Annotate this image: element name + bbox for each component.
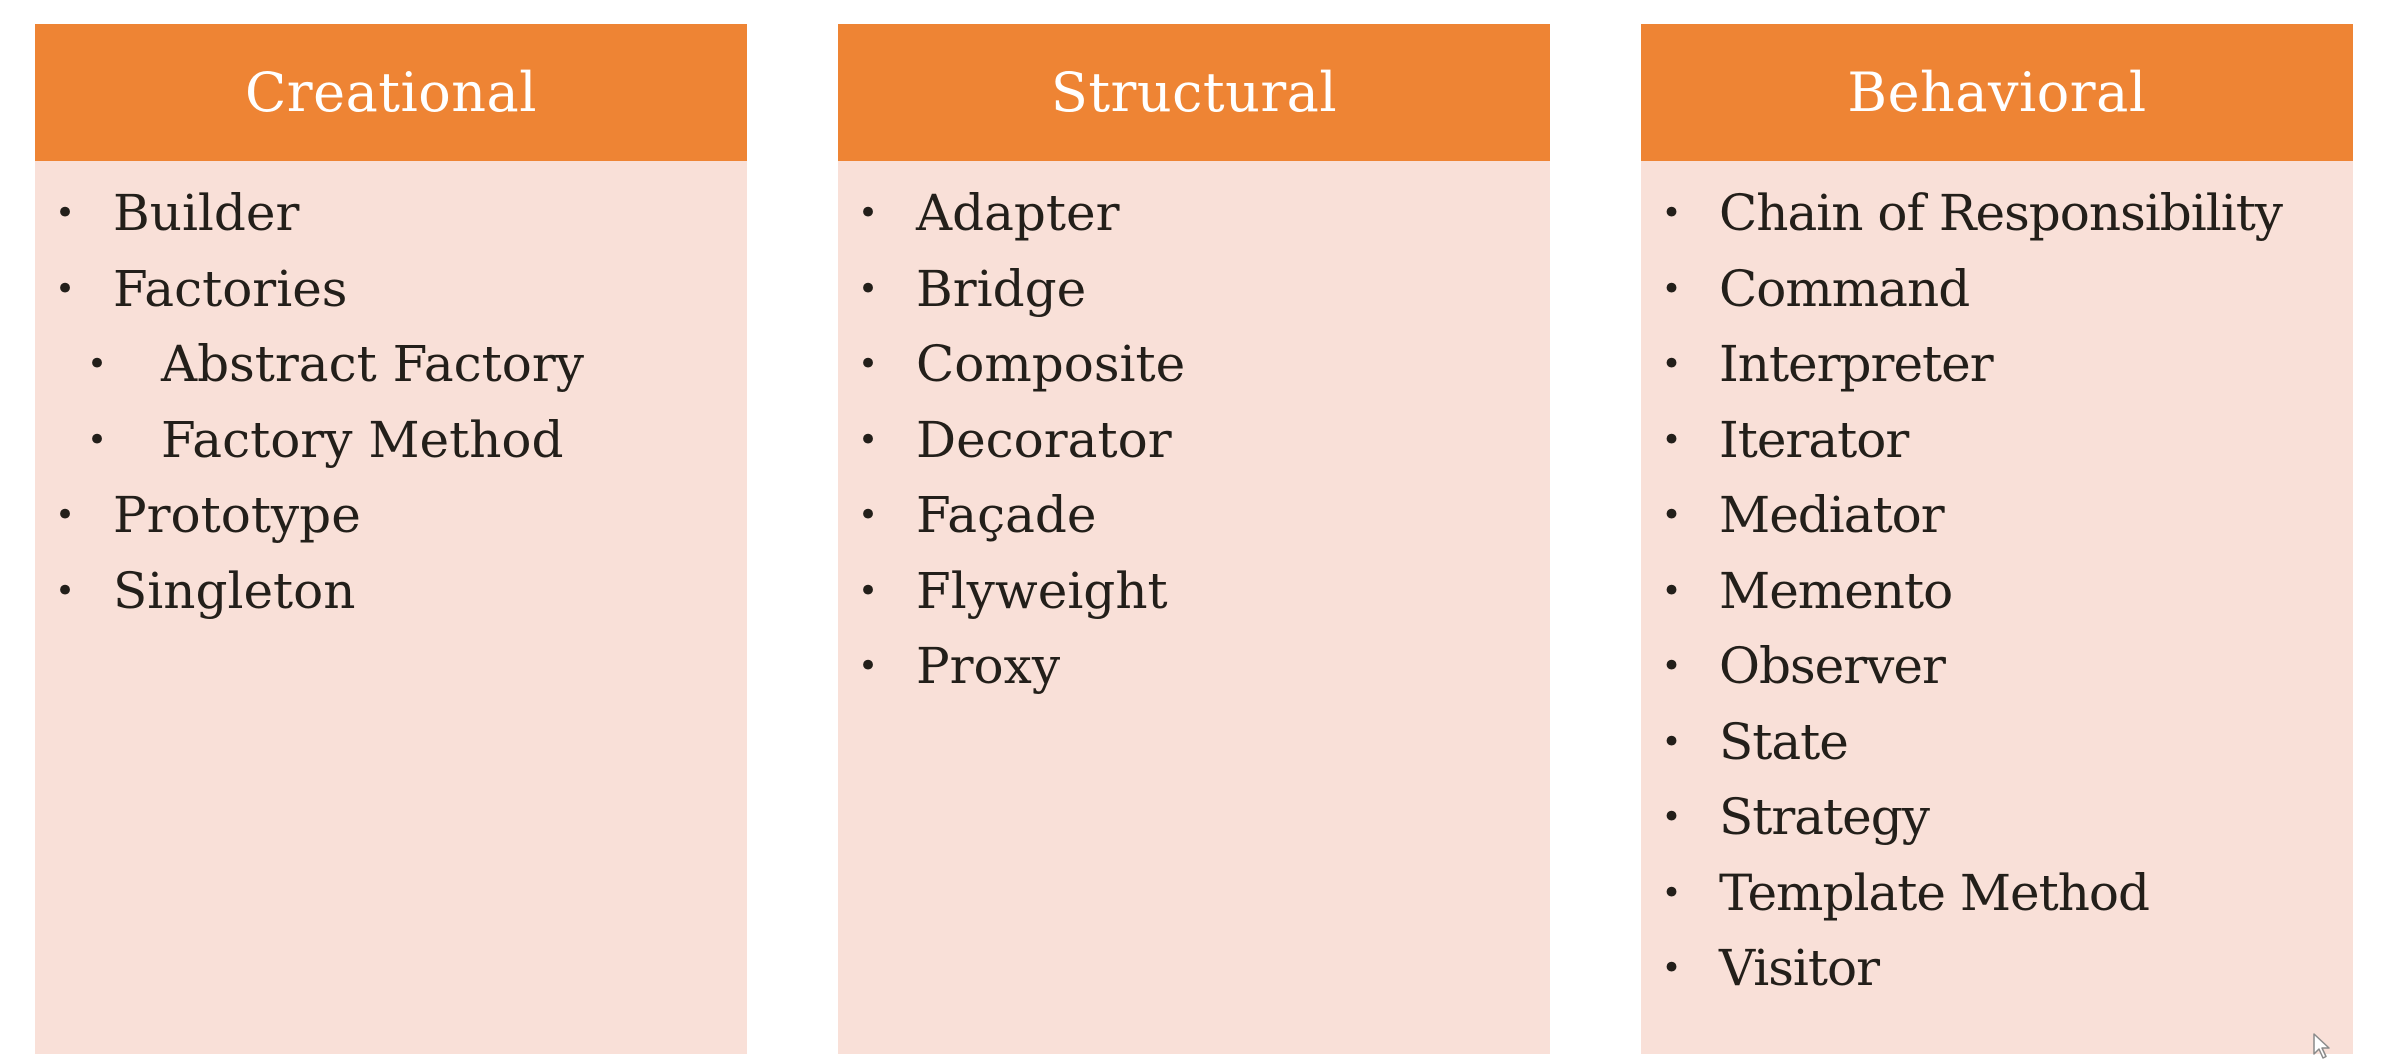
bullet-icon: • (54, 495, 76, 535)
bullet-icon: • (54, 268, 76, 309)
column-header-structural: Structural (838, 24, 1550, 161)
list-item: • Composite (838, 327, 1550, 403)
bullet-icon: • (54, 570, 76, 611)
bullet-icon: • (1661, 419, 1681, 460)
bullet-icon: • (1661, 268, 1681, 309)
list-item: • Adapter (838, 176, 1550, 252)
list-item: • Bridge (838, 252, 1550, 328)
item-list-structural: • Adapter • Bridge • Composite • Decorator • Faça… (838, 161, 1550, 705)
list-item: • Mediator (1641, 478, 2353, 554)
bullet-icon: • (857, 495, 879, 535)
list-item: • Observer (1641, 629, 2353, 705)
bullet-icon: • (1661, 646, 1681, 686)
column-creational: Creational •Builder•Factories•Abstract F… (35, 24, 747, 1054)
list-item-label: Builder (113, 184, 300, 242)
bullet-icon: • (86, 344, 108, 384)
list-item: • Factory Method (35, 403, 747, 479)
list-item-label: Observer (1719, 637, 1946, 695)
item-list-creational: •Builder•Factories•Abstract Factory•Fact… (35, 161, 747, 629)
list-item-label: Composite (916, 335, 1186, 393)
bullet-icon: • (1661, 495, 1681, 535)
list-item: • Factories (35, 252, 747, 328)
list-item-label: Adapter (916, 184, 1120, 242)
list-item: • Strategy (1641, 780, 2353, 856)
list-item-label: Singleton (113, 561, 356, 620)
bullet-icon: • (1661, 344, 1681, 384)
bullet-icon: • (54, 193, 76, 233)
bullet-icon: • (1661, 570, 1681, 611)
bullet-icon: • (857, 268, 879, 309)
bullet-icon: • (1661, 797, 1681, 837)
bullet-icon: • (857, 419, 879, 460)
list-item-label: Abstract Factory (161, 335, 585, 393)
list-item-label: Bridge (916, 259, 1087, 318)
list-item-label: Template Method (1719, 863, 2150, 922)
list-item: • State (1641, 705, 2353, 781)
list-item: • Proxy (838, 629, 1550, 705)
list-item: • Façade (838, 478, 1550, 554)
list-item-label: Factory Method (161, 410, 564, 469)
mouse-pointer-icon (2313, 1033, 2330, 1059)
bullet-icon: • (857, 646, 879, 686)
list-item: • Template Method (1641, 856, 2353, 932)
column-structural: Structural • Adapter • Bridge • Composite • Dec… (838, 24, 1550, 1054)
list-item: • Memento (1641, 554, 2353, 630)
list-item-label: Decorator (916, 410, 1172, 469)
item-list-behavioral: • Chain of Responsibility • Command • Interpr… (1641, 161, 2353, 1007)
bullet-icon: • (1661, 872, 1681, 913)
bullet-icon: • (857, 570, 879, 611)
list-item: • Visitor (1641, 931, 2353, 1007)
list-item-label: Factories (113, 259, 348, 318)
column-header-creational: Creational (35, 24, 747, 161)
list-item: • Interpreter (1641, 327, 2353, 403)
list-item-label: Command (1719, 259, 1970, 318)
column-behavioral: Behavioral • Chain of Responsibility • Comm… (1641, 24, 2353, 1054)
list-item-label: Iterator (1719, 410, 1909, 469)
bullet-icon: • (857, 193, 879, 233)
bullet-icon: • (1661, 948, 1681, 988)
list-item-label: Strategy (1719, 788, 1930, 846)
list-item: • Decorator (838, 403, 1550, 479)
list-item: • Iterator (1641, 403, 2353, 479)
list-item-label: Façade (916, 486, 1097, 544)
list-item: • Command (1641, 252, 2353, 328)
column-header-behavioral: Behavioral (1641, 24, 2353, 161)
list-item-label: Visitor (1719, 939, 1880, 997)
list-item: • Builder (35, 176, 747, 252)
list-item: • Singleton (35, 554, 747, 630)
list-item-label: Prototype (113, 486, 361, 544)
list-item-label: Memento (1719, 561, 1953, 620)
bullet-icon: • (1661, 721, 1681, 762)
list-item-label: Interpreter (1719, 335, 1994, 393)
list-item-label: State (1719, 712, 1849, 771)
bullet-icon: • (857, 344, 879, 384)
list-item-label: Mediator (1719, 486, 1945, 544)
list-item: • Flyweight (838, 554, 1550, 630)
bullet-icon: • (86, 419, 108, 460)
bullet-icon: • (1661, 193, 1681, 233)
list-item: • Abstract Factory (35, 327, 747, 403)
list-item-label: Chain of Responsibility (1719, 184, 2283, 242)
list-item-label: Proxy (916, 637, 1061, 695)
list-item: • Prototype (35, 478, 747, 554)
list-item-label: Flyweight (916, 561, 1168, 620)
list-item: • Chain of Responsibility (1641, 176, 2353, 252)
